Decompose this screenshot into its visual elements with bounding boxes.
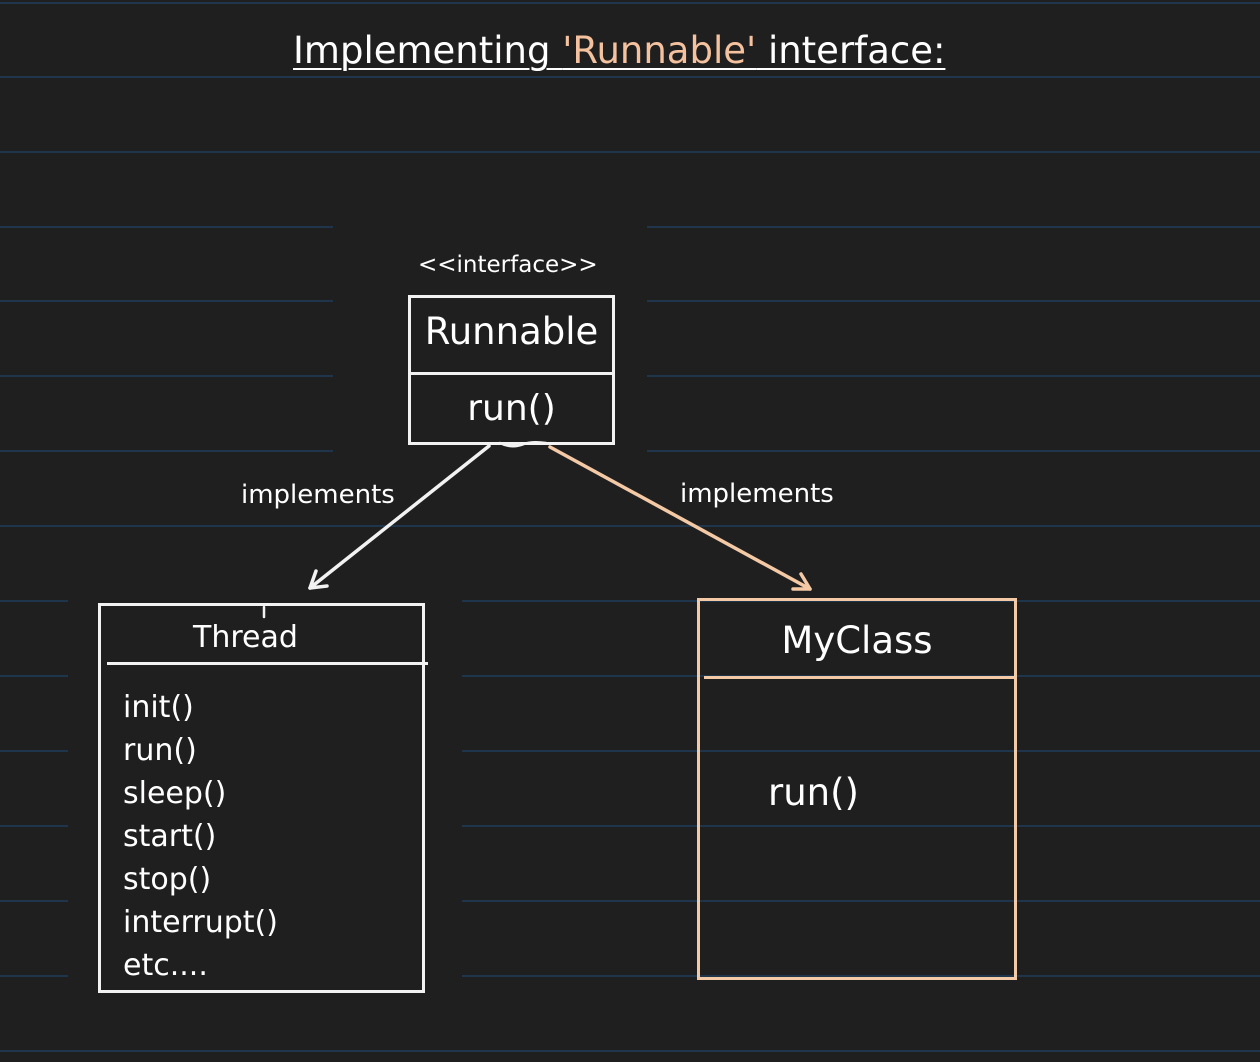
ruled-line bbox=[0, 600, 1260, 602]
background-patch bbox=[333, 226, 647, 452]
thread-method: init() bbox=[123, 690, 194, 725]
runnable-name: Runnable bbox=[424, 310, 599, 353]
thread-class-box: Thread init() run() sleep() start() stop… bbox=[98, 603, 428, 993]
myclass-implements-label: implements bbox=[680, 479, 834, 509]
title-prefix: Implementing bbox=[293, 29, 563, 72]
runnable-bottom-mark bbox=[498, 440, 548, 448]
thread-method: run() bbox=[123, 733, 197, 768]
ruled-line bbox=[0, 675, 1260, 677]
ruled-line bbox=[0, 750, 1260, 752]
ruled-line bbox=[0, 825, 1260, 827]
myclass-name: MyClass bbox=[781, 619, 933, 662]
thread-method: stop() bbox=[123, 862, 212, 897]
runnable-divider bbox=[411, 372, 612, 375]
interface-stereotype: <<interface>> bbox=[418, 252, 598, 278]
thread-implements-arrow-line bbox=[308, 444, 491, 590]
thread-method: start() bbox=[123, 819, 217, 854]
runnable-interface-box: Runnable run() bbox=[408, 295, 615, 445]
thread-implements-label: implements bbox=[241, 480, 395, 510]
myclass-implements-arrow-head bbox=[791, 572, 812, 591]
thread-implements-arrow-head bbox=[308, 569, 329, 590]
thread-method-list: init() run() sleep() start() stop() inte… bbox=[123, 686, 278, 987]
runnable-method: run() bbox=[467, 388, 556, 429]
myclass-divider bbox=[704, 676, 1014, 679]
ruled-line bbox=[0, 1050, 1260, 1052]
myclass-implements-arrow-line bbox=[548, 445, 812, 591]
thread-divider bbox=[107, 662, 428, 665]
myclass-box: MyClass run() bbox=[697, 598, 1017, 980]
ruled-line bbox=[0, 76, 1260, 78]
background-patch bbox=[68, 596, 462, 1012]
thread-name: Thread bbox=[193, 620, 298, 655]
title-highlight: 'Runnable' bbox=[562, 29, 757, 72]
page-title: Implementing 'Runnable' interface: bbox=[293, 28, 945, 74]
title-suffix: interface: bbox=[756, 29, 946, 72]
ruled-line bbox=[0, 975, 1260, 977]
myclass-method: run() bbox=[768, 771, 859, 814]
thread-method: interrupt() bbox=[123, 905, 278, 940]
thread-method: etc.... bbox=[123, 948, 208, 983]
ruled-line bbox=[0, 525, 1260, 527]
ruled-line bbox=[0, 2, 1260, 4]
ruled-line bbox=[0, 151, 1260, 153]
thread-method: sleep() bbox=[123, 776, 227, 811]
ruled-line bbox=[0, 900, 1260, 902]
